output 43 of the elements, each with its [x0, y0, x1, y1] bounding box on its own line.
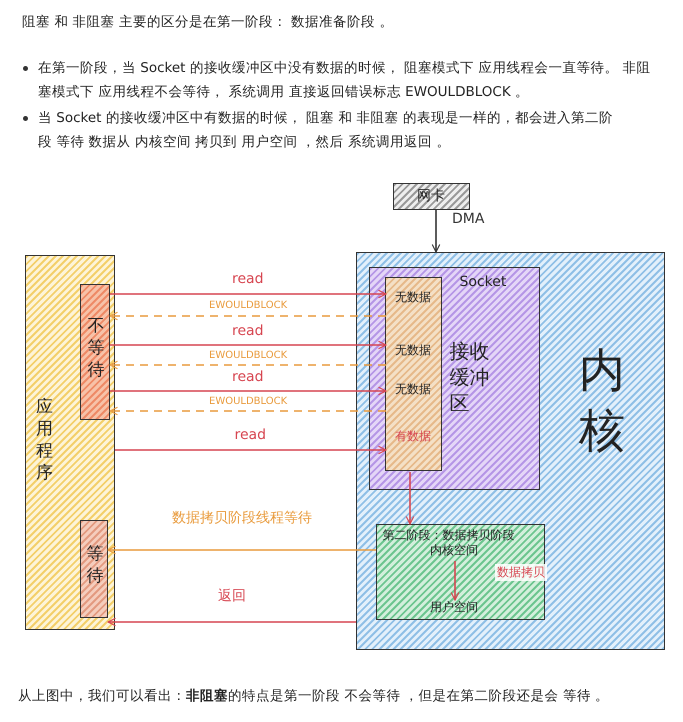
arrow	[110, 340, 387, 350]
arrow	[115, 446, 387, 454]
conclusion-paragraph: 从上图中，我们可以看出：非阻塞的特点是第一阶段 不会等待 ，但是在第二阶段还是会 等待 。	[18, 687, 610, 706]
bullet-text: 当 Socket 的接收缓冲区中有数据的时候， 阻塞 和 非阻塞 的表现是一样的，都会进入第二阶段 等待 数据从 内核空间 拷贝到 用户空间 ，然后 系统调用返回 。	[38, 109, 614, 152]
dashed-arrow	[109, 312, 386, 320]
node-title: 网卡	[417, 188, 445, 204]
edge-label: EWOULDBLOCK	[207, 300, 290, 310]
application-box	[25, 255, 115, 630]
edge-label: 数据拷贝	[495, 564, 547, 581]
node-title: 不等待	[88, 314, 104, 381]
node-title: 等待	[86, 542, 104, 587]
node-label: 无数据	[395, 344, 431, 358]
bullet-text: 在第一阶段，当 Socket 的接收缓冲区中没有数据的时候， 阻塞模式下 应用线程会一直等待。 非阻塞模式下 应用线程不会等待， 系统调用 直接返回错误标志 EWOULDBLOCK 。	[38, 59, 652, 102]
node-label: 用户空间	[430, 601, 478, 615]
edge-label: EWOULDBLOCK	[207, 350, 290, 360]
node-label: 无数据	[395, 382, 431, 396]
node-label: 内核空间	[430, 544, 478, 558]
socket-box	[368, 266, 540, 490]
arrow	[432, 210, 440, 253]
status-bar	[80, 284, 110, 420]
node-label: 无数据	[395, 290, 431, 304]
arrow	[450, 561, 460, 601]
dashed-arrow	[109, 406, 386, 416]
arrow	[406, 472, 414, 525]
node-title: 内核	[579, 342, 625, 459]
kernel-box	[356, 252, 665, 650]
stage-box	[376, 524, 544, 620]
dashed-arrow	[109, 360, 386, 370]
edge-label: 数据拷贝阶段线程等待	[170, 509, 314, 527]
node-title: Socket	[460, 274, 506, 290]
arrow	[110, 290, 387, 298]
edge-label: EWOULDBLOCK	[207, 396, 290, 406]
node-text: 接收缓冲区	[450, 338, 490, 416]
arrow	[107, 546, 376, 554]
arrow	[107, 618, 356, 626]
device-box	[393, 183, 470, 210]
node-title: 第二阶段：数据拷贝阶段	[382, 528, 514, 542]
intro-paragraph: 阻塞 和 非阻塞 主要的区分是在第一阶段： 数据准备阶段 。	[22, 13, 394, 32]
node-label: 有数据	[395, 430, 431, 444]
buffer-column	[385, 277, 442, 471]
status-bar	[80, 520, 108, 618]
arrow	[110, 386, 387, 396]
node-title: 应用程序	[36, 396, 53, 484]
